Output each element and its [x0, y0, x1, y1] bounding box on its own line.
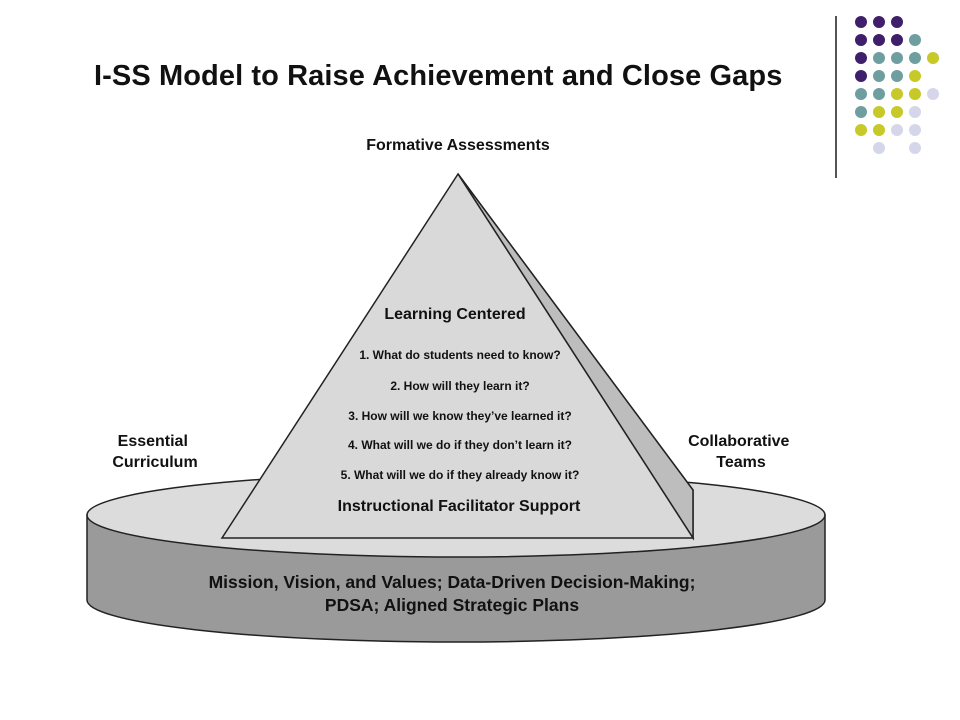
pyramid-footer: Instructional Facilitator Support — [338, 498, 581, 515]
pyramid-front-face — [220, 172, 695, 539]
decorative-dot — [855, 106, 867, 118]
decorative-dot — [909, 52, 921, 64]
decorative-dot — [909, 124, 921, 136]
decorative-dot — [855, 52, 867, 64]
top-label: Formative Assessments — [366, 137, 550, 154]
decorative-dot — [855, 88, 867, 100]
decorative-dot — [909, 70, 921, 82]
left-label: Essential Curriculum — [112, 433, 197, 471]
pyramid-question-2: 2. How will they learn it? — [390, 379, 529, 393]
decorative-dot — [909, 142, 921, 154]
decorative-dot — [873, 124, 885, 136]
decorative-dot — [891, 88, 903, 100]
decorative-dot — [873, 34, 885, 46]
decorative-dot — [855, 70, 867, 82]
decorative-dot — [891, 106, 903, 118]
decorative-dot — [891, 52, 903, 64]
pyramid-question-4: 4. What will we do if they don’t learn i… — [348, 438, 572, 452]
decorative-dot — [891, 70, 903, 82]
right-label-line: Collaborative — [688, 433, 789, 450]
decorative-dot — [891, 124, 903, 136]
pyramid-question-3: 3. How will we know they’ve learned it? — [348, 409, 571, 423]
slide-title: I-SS Model to Raise Achievement and Clos… — [94, 60, 783, 92]
decorative-dot — [855, 34, 867, 46]
left-label-line: Essential — [118, 433, 188, 450]
decorative-dot — [873, 16, 885, 28]
pyramid-question-5: 5. What will we do if they already know … — [341, 468, 580, 482]
pyramid-question-1: 1. What do students need to know? — [359, 348, 560, 362]
decorative-dot — [909, 88, 921, 100]
decorative-dot — [927, 88, 939, 100]
pyramid-heading: Learning Centered — [384, 306, 525, 323]
decorative-dot — [873, 106, 885, 118]
decorative-dot — [873, 142, 885, 154]
decorative-dot — [873, 70, 885, 82]
decorative-divider — [835, 16, 837, 178]
decorative-dot — [855, 124, 867, 136]
decorative-dot — [909, 106, 921, 118]
decorative-dot-grid — [855, 16, 939, 154]
decorative-dot — [909, 34, 921, 46]
decorative-dot — [927, 52, 939, 64]
decorative-dot — [873, 88, 885, 100]
decorative-dot — [891, 16, 903, 28]
decorative-dot — [891, 34, 903, 46]
right-label: Collaborative Teams — [688, 433, 794, 471]
right-label-line: Teams — [716, 454, 766, 471]
left-label-line: Curriculum — [112, 454, 197, 471]
base-text-line-1: Mission, Vision, and Values; Data-Driven… — [209, 572, 696, 592]
base-text-line-2: PDSA; Aligned Strategic Plans — [325, 595, 579, 615]
decorative-dot — [855, 16, 867, 28]
decorative-dot — [873, 52, 885, 64]
